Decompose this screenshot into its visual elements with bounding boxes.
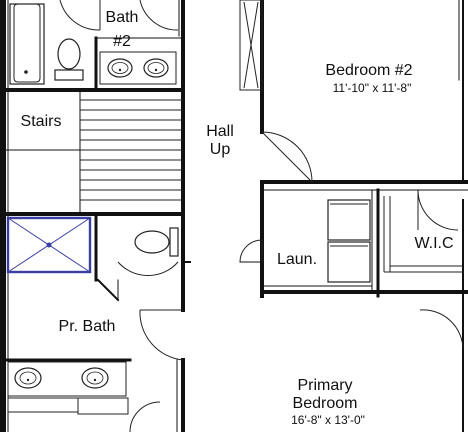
prbath-vanity bbox=[7, 361, 129, 415]
primary-bedroom-dimensions: 16'-8" x 13'-0" bbox=[291, 413, 365, 427]
toilet-icon bbox=[134, 227, 179, 257]
primary-bedroom-label-line2: Bedroom bbox=[293, 395, 358, 412]
sink-icon bbox=[143, 58, 169, 78]
sink-icon bbox=[14, 367, 42, 389]
wic-label: W.I.C bbox=[414, 235, 453, 252]
left-exterior-wall bbox=[0, 0, 6, 432]
bedroom2-closet-frame bbox=[239, 0, 263, 91]
prbath-label: Pr. Bath bbox=[59, 318, 116, 335]
hall-label-line1: Hall bbox=[206, 123, 234, 140]
bath2-vanity bbox=[99, 51, 177, 85]
stairs-label: Stairs bbox=[21, 113, 62, 130]
primary-bedroom-label-line1: Primary bbox=[297, 377, 352, 394]
room-labels: Bath #2 Bedroom #2 11'-10" x 11'-8" Stai… bbox=[21, 9, 454, 427]
hall-label-line2: Up bbox=[210, 141, 231, 158]
sink-icon bbox=[107, 58, 133, 78]
bathtub-icon bbox=[9, 3, 45, 85]
shower-icon bbox=[6, 216, 92, 274]
bedroom2-label: Bedroom #2 bbox=[325, 62, 412, 79]
sink-icon bbox=[81, 367, 109, 389]
bath2-fixtures bbox=[9, 3, 177, 85]
stair-treads-icon bbox=[7, 99, 183, 214]
bedroom2-dimensions: 11'-10" x 11'-8" bbox=[333, 81, 412, 95]
laundry-machines bbox=[327, 199, 371, 283]
toilet-room-wall bbox=[96, 278, 120, 302]
toilet-icon bbox=[54, 38, 84, 81]
bath2-label-line1: Bath bbox=[106, 9, 139, 26]
laundry-label: Laun. bbox=[277, 251, 317, 268]
door-swing-icon bbox=[59, 0, 464, 432]
bath2-label-line2: #2 bbox=[113, 33, 131, 50]
